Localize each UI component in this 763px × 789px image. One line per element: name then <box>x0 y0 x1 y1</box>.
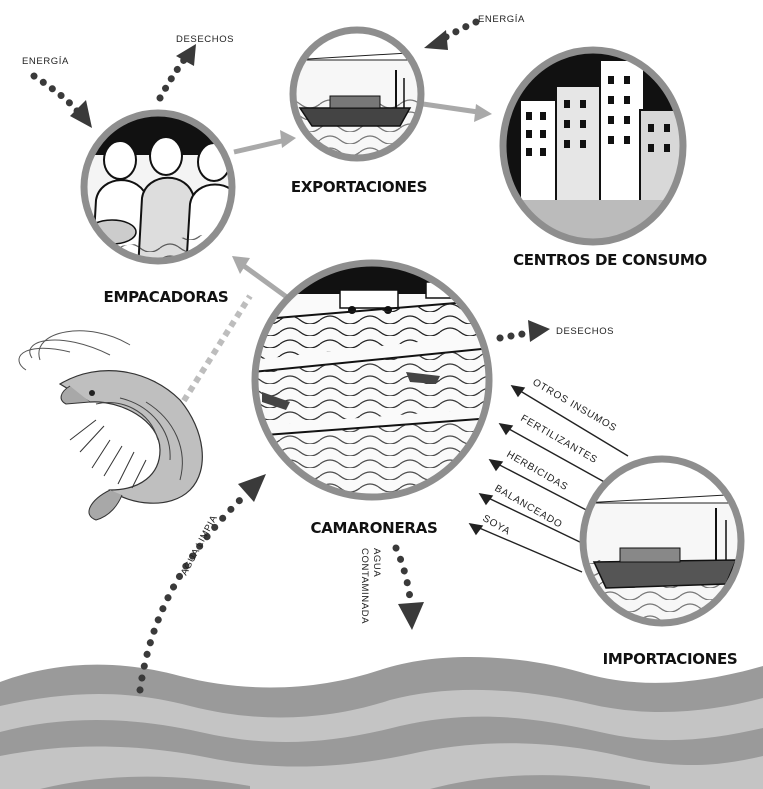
camaroneras-to-empacadoras-arrow <box>244 266 288 298</box>
label-contaminada: CONTAMINADA <box>359 548 370 624</box>
label-fertilizantes: FERTILIZANTES <box>519 413 600 466</box>
energia-export-dots <box>444 22 476 38</box>
agua-contaminada-dots <box>396 548 410 598</box>
label-camaroneras: CAMARONERAS <box>311 519 438 537</box>
empacadoras-to-exportaciones-arrow <box>234 140 286 152</box>
exportaciones-to-centros-arrow <box>423 104 478 112</box>
exportaciones-node <box>290 28 425 160</box>
centros-node <box>500 48 690 250</box>
desechos-out-dots <box>160 60 184 98</box>
label-centros-de-consumo: CENTROS DE CONSUMO <box>513 251 707 269</box>
energia-in-dots <box>34 76 78 112</box>
label-agua: AGUA <box>371 548 382 577</box>
arrow-head <box>280 130 296 148</box>
label-importaciones: IMPORTACIONES <box>603 650 738 668</box>
label-agua-limpia: AGUA LIMPIA <box>179 513 220 577</box>
label-empacadoras: EMPACADORAS <box>104 288 229 306</box>
shrimp-eye <box>89 390 95 396</box>
arrow-head <box>238 474 266 502</box>
label-desechos-left: DESECHOS <box>176 34 234 45</box>
empacadoras-node <box>80 110 242 270</box>
label-energia-top: ENERGÍA <box>478 14 525 25</box>
label-exportaciones: EXPORTACIONES <box>291 178 427 196</box>
arrow-head <box>424 30 448 50</box>
arrow-head <box>70 100 92 128</box>
label-desechos-right: DESECHOS <box>556 326 614 337</box>
camaroneras-node <box>252 260 492 500</box>
arrow-head <box>474 104 492 122</box>
label-energia-left: ENERGÍA <box>22 56 69 67</box>
shrimp-illustration <box>19 331 202 520</box>
shrimp-to-camaroneras-dotted-line <box>178 296 250 410</box>
importaciones-node <box>583 459 743 625</box>
label-herbicidas: HERBICIDAS <box>505 449 570 493</box>
sea-waves <box>0 657 763 789</box>
arrow-head <box>398 602 424 630</box>
desechos-camaroneras-dots <box>500 333 528 338</box>
arrow-head <box>528 320 550 342</box>
label-soya: SOYA <box>481 513 513 538</box>
agua-limpia-dots <box>140 500 240 690</box>
